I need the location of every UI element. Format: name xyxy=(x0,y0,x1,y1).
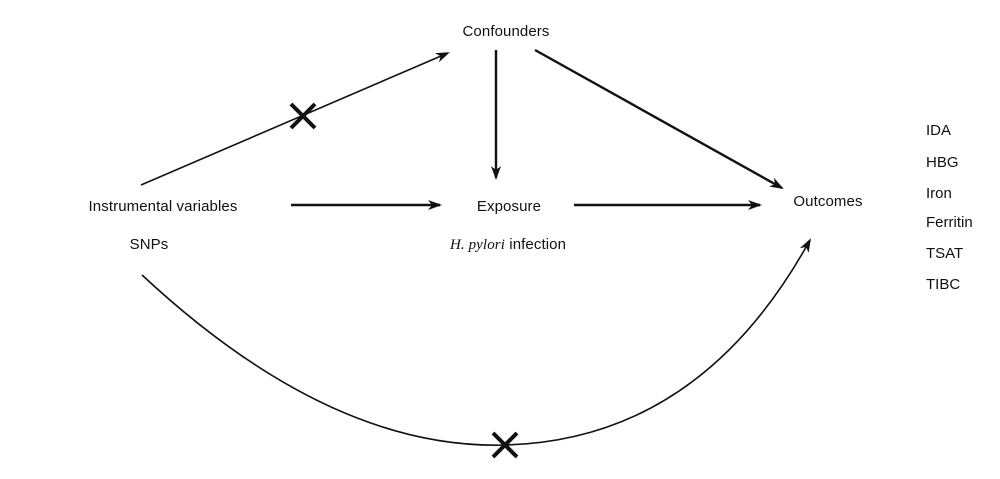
node-instrumental-variables: Instrumental variables xyxy=(88,198,238,215)
block-mark-snps-outcomes xyxy=(491,431,519,459)
outcome-item: TIBC xyxy=(926,276,961,293)
arrow-confounders-to-outcomes xyxy=(534,48,784,190)
exposure-subtitle-rest: infection xyxy=(505,236,567,253)
outcome-item: IDA xyxy=(926,122,952,139)
outcome-item: Ferritin xyxy=(926,214,973,231)
node-exposure: Exposure xyxy=(476,198,542,215)
node-snps: SNPs xyxy=(129,236,169,253)
exposure-subtitle-italic: H. pylori xyxy=(449,237,506,253)
arrow-snps-to-outcomes-curve xyxy=(141,238,811,446)
outcome-item: Iron xyxy=(926,185,952,202)
outcome-item: HBG xyxy=(926,154,959,171)
node-confounders: Confounders xyxy=(462,23,550,40)
outcome-item: TSAT xyxy=(926,245,964,262)
node-exposure-subtitle: H. pylori infection xyxy=(450,236,566,254)
node-outcomes: Outcomes xyxy=(793,193,863,210)
arrow-iv-to-confounders xyxy=(140,52,450,186)
block-mark-iv-confounders xyxy=(289,102,317,130)
